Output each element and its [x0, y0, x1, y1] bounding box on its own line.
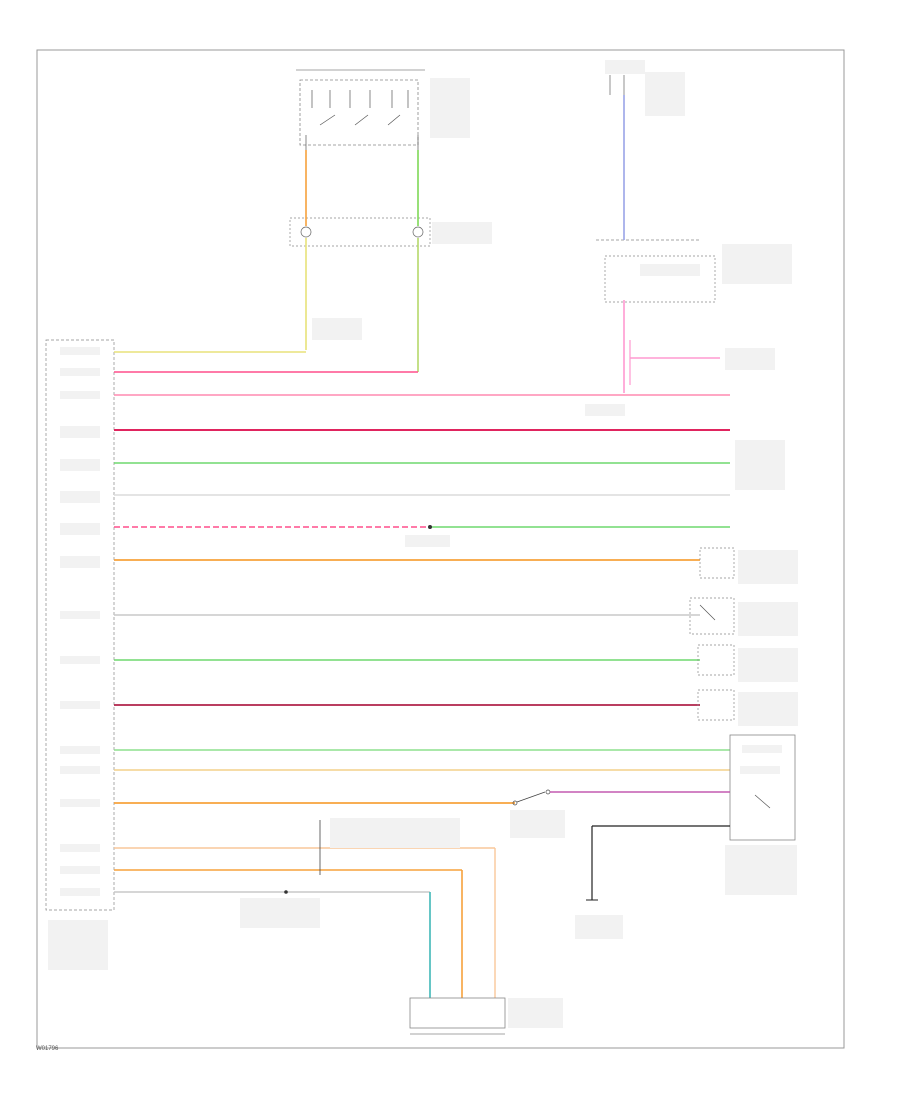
- right-components: [689, 440, 798, 895]
- pin-labels-left: [60, 347, 100, 896]
- module-box-left: [45, 339, 115, 970]
- connector-block: [289, 217, 492, 247]
- diagram-frame: [36, 49, 845, 1049]
- splice-dot: [284, 890, 288, 894]
- ground-circuit: [575, 825, 730, 939]
- fuse-block-top-right: [596, 60, 792, 303]
- signal-wires: [114, 351, 730, 893]
- sensor-box-bottom: [409, 997, 563, 1035]
- splice-dot: [428, 525, 432, 529]
- switch-assembly: [296, 69, 470, 150]
- figure-code: W01796: [36, 1046, 59, 1052]
- brake-switch: [510, 789, 730, 838]
